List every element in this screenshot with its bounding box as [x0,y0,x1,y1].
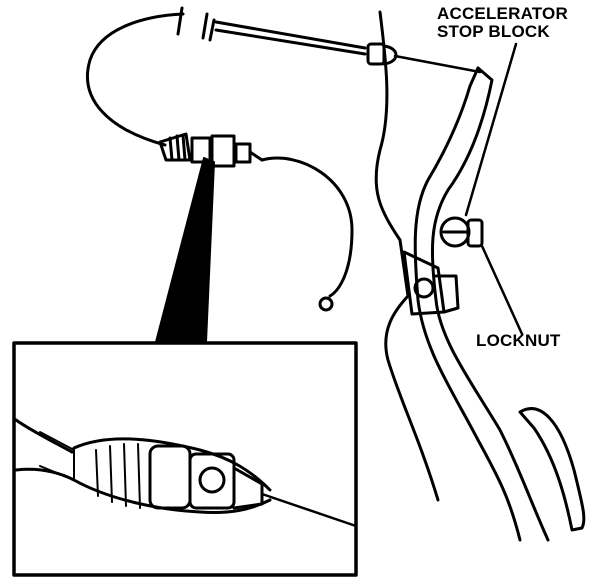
locknut-label: LOCKNUT [476,332,561,350]
cable-adjuster [158,132,264,168]
accelerator-pedal-arm [413,66,586,542]
leader-lines [464,42,524,336]
firewall-bracket [374,10,460,502]
magnification-pointer [155,157,215,343]
accelerator-cable [86,6,367,147]
stop-block-label-line1: ACCELERATOR [437,4,568,23]
detail-inset [12,341,358,577]
stop-block [439,216,484,248]
cable-end [260,156,354,312]
stop-block-label-line2: STOP BLOCK [437,22,550,41]
locknut-label-text: LOCKNUT [476,331,561,350]
accelerator-stop-block-label: ACCELERATOR STOP BLOCK [437,5,568,41]
